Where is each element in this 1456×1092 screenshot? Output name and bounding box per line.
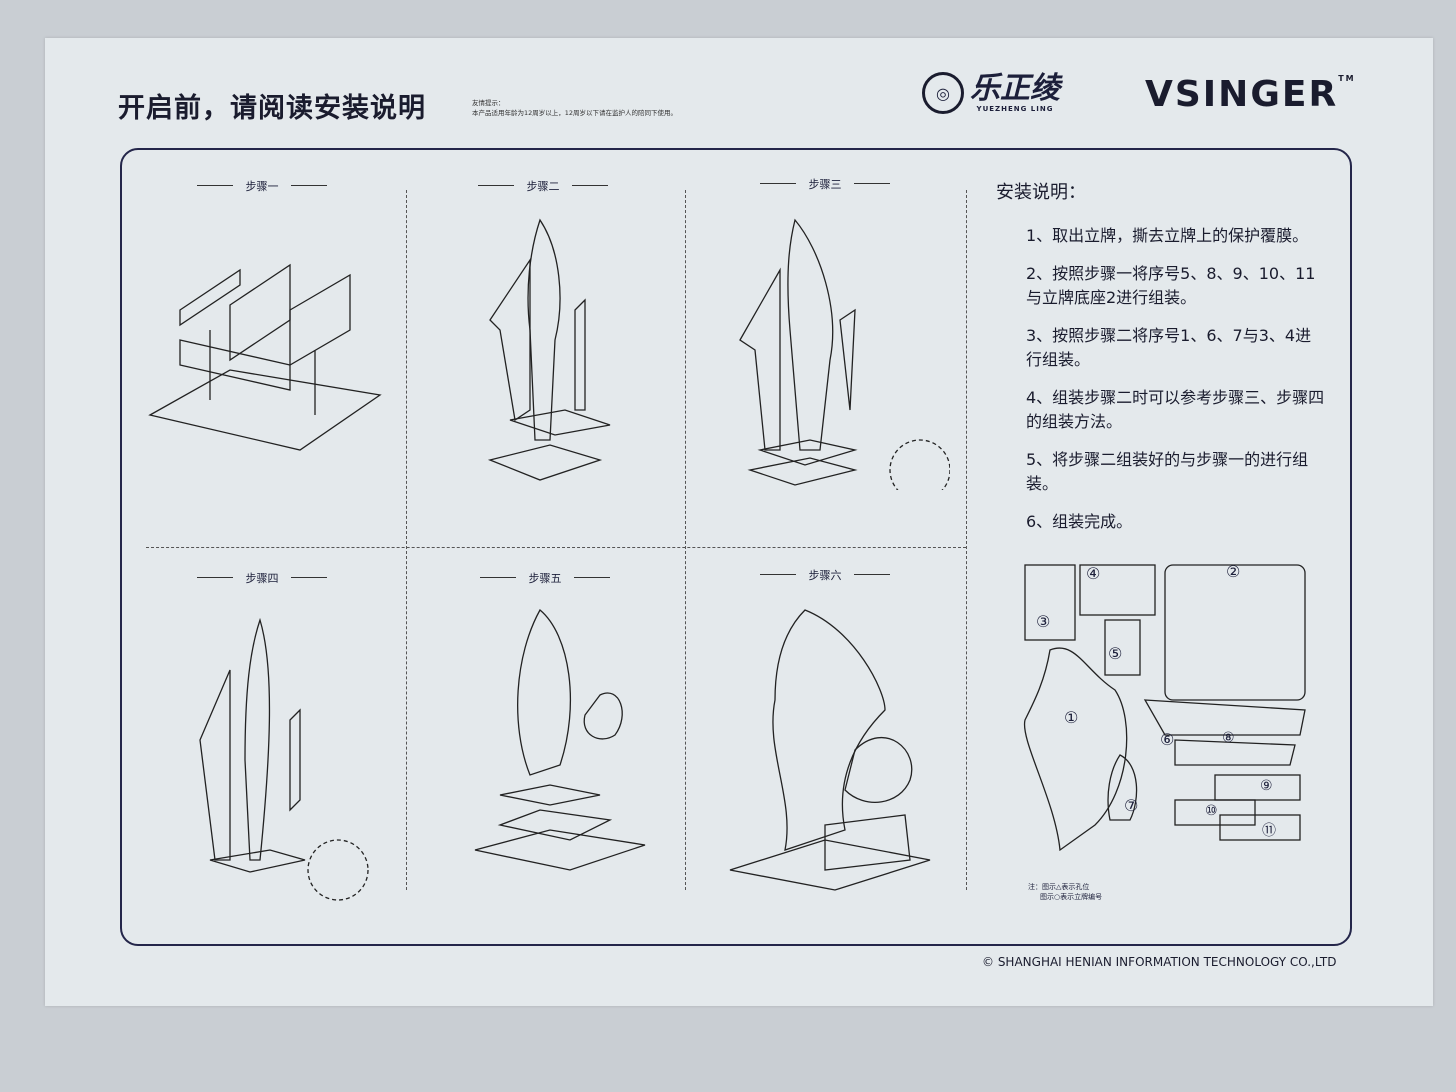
divider: [966, 190, 967, 890]
note-line: 注：图示△表示孔位: [1028, 883, 1090, 891]
step-label-3: 步骤三: [760, 176, 890, 192]
page-title: 开启前，请阅读安装说明: [118, 93, 426, 124]
part-number-1: ①: [1064, 708, 1079, 727]
vsinger-logo: VSINGERTM: [1145, 74, 1356, 115]
copyright: © SHANGHAI HENIAN INFORMATION TECHNOLOGY…: [982, 955, 1337, 969]
part-number-4: ④: [1086, 564, 1101, 583]
brand-name: 乐正绫: [970, 71, 1060, 106]
step-label-1: 步骤一: [197, 178, 327, 194]
step5-diagram: [474, 608, 646, 871]
instructions-heading: 安装说明：: [996, 182, 1086, 203]
instruction-frame: [120, 148, 1352, 946]
parts-layout-diagram: [1023, 564, 1306, 852]
part-number-6: ⑥: [1160, 730, 1175, 749]
part-number-9: ⑨: [1260, 778, 1273, 794]
instruction-item: 6、组装完成。: [1026, 512, 1133, 531]
part-number-2: ②: [1226, 562, 1241, 581]
part-number-10: ⑩: [1205, 803, 1218, 819]
vsinger-text: VSINGER: [1145, 74, 1339, 115]
instruction-item: 5、将步骤二组装好的与步骤一的进行组装。: [1026, 450, 1309, 493]
step-label-5: 步骤五: [480, 570, 610, 586]
divider: [146, 547, 966, 548]
instruction-item: 4、组装步骤二时可以参考步骤三、步骤四的组装方法。: [1026, 388, 1325, 431]
step2-diagram: [487, 218, 611, 481]
tip-heading: 友情提示：: [472, 99, 505, 107]
step6-diagram: [729, 609, 931, 891]
seal-icon: ◎: [922, 72, 964, 114]
part-number-3: ③: [1036, 612, 1051, 631]
step-label-4: 步骤四: [197, 570, 327, 586]
safety-tip: 友情提示： 本产品适用年龄为12周岁以上，12周岁以下请在监护人的陪同下使用。: [472, 98, 677, 118]
divider: [685, 190, 686, 890]
instruction-sheet: [45, 38, 1433, 1006]
step4-diagram: [199, 617, 369, 901]
part-number-5: ⑤: [1108, 644, 1123, 663]
step-label-2: 步骤二: [478, 178, 608, 194]
instruction-item: 1、取出立牌，撕去立牌上的保护覆膜。: [1026, 226, 1309, 245]
instruction-item: 2、按照步骤一将序号5、8、9、10、11与立牌底座2进行组装。: [1026, 264, 1316, 307]
brand-subtitle: YUEZHENG LING: [976, 105, 1054, 113]
yuezheng-ling-logo: ◎ 乐正绫 YUEZHENG LING: [922, 72, 1060, 114]
instruction-item: 3、按照步骤二将序号1、6、7与3、4进行组装。: [1026, 326, 1312, 369]
part-number-11: ⑪: [1262, 823, 1276, 839]
instructions-panel: 安装说明： 1、取出立牌，撕去立牌上的保护覆膜。 2、按照步骤一将序号5、8、9…: [996, 178, 1326, 548]
trademark: TM: [1338, 74, 1356, 83]
step1-diagram: [148, 263, 382, 451]
part-number-8: ⑧: [1222, 730, 1235, 746]
part-number-7: ⑦: [1124, 796, 1139, 815]
step-label-6: 步骤六: [760, 567, 890, 583]
note-line: 图示○表示立牌编号: [1040, 893, 1103, 901]
tip-text: 本产品适用年龄为12周岁以上，12周岁以下请在监护人的陪同下使用。: [472, 109, 678, 117]
parts-note: 注：图示△表示孔位 图示○表示立牌编号: [1028, 882, 1102, 902]
divider: [406, 190, 407, 890]
step3-diagram: [739, 218, 950, 490]
